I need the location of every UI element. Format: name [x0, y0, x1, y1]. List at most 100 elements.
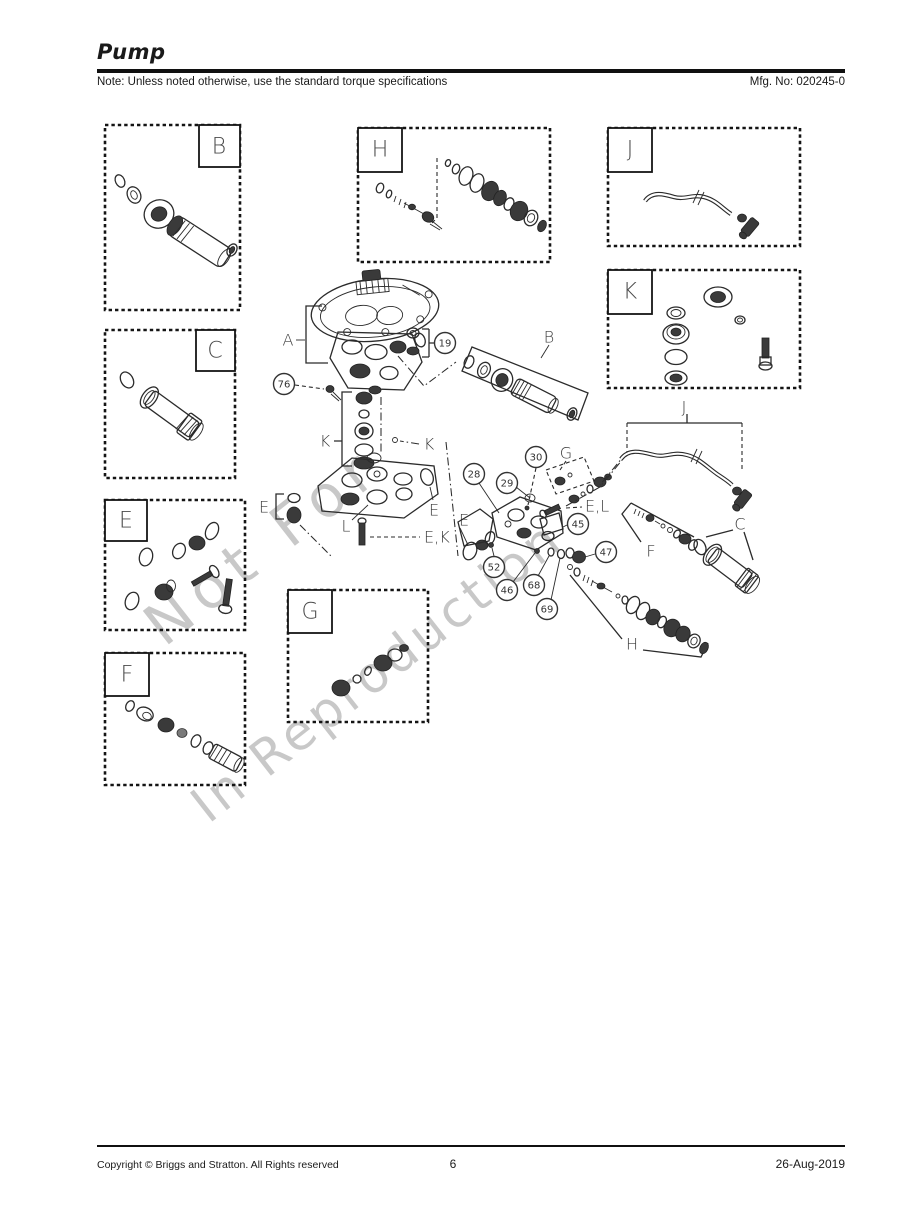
- box-letter-k: K: [623, 280, 638, 305]
- part-drawings-h: [375, 158, 547, 233]
- balloon-76: 76: [272, 372, 296, 396]
- balloon-68: 68: [522, 573, 546, 597]
- box-label-tab: [357, 127, 403, 173]
- leader-28: [478, 482, 500, 514]
- pump-flange: [310, 269, 440, 343]
- part-drawings-h-inline: [567, 564, 709, 655]
- callout-g: G: [560, 444, 572, 463]
- leader-30: [527, 467, 537, 506]
- part-dot-52: [488, 542, 494, 548]
- main-pump-assembly: A 76 19: [259, 269, 761, 658]
- pump-manifold: [317, 452, 439, 519]
- part-bolt-76: [325, 385, 342, 402]
- header-rule: [97, 69, 845, 73]
- svg-text:29: 29: [501, 479, 514, 490]
- leader-e-mid: [459, 527, 469, 546]
- svg-text:68: 68: [528, 581, 541, 592]
- balloon-29: 29: [495, 471, 519, 495]
- svg-text:28: 28: [468, 470, 481, 481]
- box-label-tab: [607, 127, 653, 173]
- part-fitting-47: [565, 547, 586, 564]
- leader-46: [512, 552, 536, 583]
- leader-47: [584, 553, 596, 558]
- connector-valve-j: [565, 453, 628, 507]
- leader-69: [550, 557, 561, 601]
- svg-text:76: 76: [278, 380, 291, 391]
- connector-flange-b: [397, 355, 457, 387]
- part-ring-69: [556, 548, 566, 560]
- part-drawings-f: [125, 700, 245, 773]
- balloon-69: 69: [535, 597, 559, 621]
- part-drawings-b-inline: [463, 355, 578, 421]
- bracket-c-left: [705, 529, 734, 538]
- bracket-j-legs: [626, 423, 743, 470]
- bracket-j: [627, 414, 742, 424]
- balloon-46: 46: [495, 578, 519, 602]
- balloon-52: 52: [482, 555, 506, 579]
- svg-text:30: 30: [530, 453, 543, 464]
- part-oring-e-top: [420, 468, 434, 486]
- leader-29: [515, 486, 531, 499]
- part-plug-e-left: [286, 492, 302, 524]
- leader-b: [540, 344, 550, 359]
- part-drawings-c-inline: [693, 538, 761, 594]
- part-bolt-ek: [357, 517, 367, 546]
- leader-l: [351, 504, 369, 521]
- bracket-c-right: [743, 531, 754, 561]
- part-dot-30: [524, 505, 530, 511]
- part-drawings-f-inline: [633, 508, 699, 551]
- part-drawings-g: [331, 644, 409, 697]
- callout-k-right: K: [424, 435, 435, 454]
- callout-ek: E,K: [424, 528, 450, 547]
- part-dot-46: [534, 548, 540, 554]
- box-letter-c: C: [207, 339, 222, 364]
- box-letter-h: H: [372, 138, 389, 163]
- bracket-f-side: [621, 502, 642, 543]
- svg-text:19: 19: [439, 339, 452, 350]
- bracket-19: [422, 328, 434, 358]
- date-text: 26-Aug-2019: [775, 1157, 845, 1171]
- part-drawings-c: [119, 371, 204, 441]
- inset-box-g: G: [286, 588, 430, 724]
- connector-e-left: [299, 524, 333, 558]
- balloon-47: 47: [594, 540, 618, 564]
- box-letter-g: G: [301, 600, 318, 625]
- part-seal-kit-k: [353, 391, 375, 470]
- part-drawings-b: [114, 174, 238, 268]
- callout-el: E,L: [585, 497, 609, 516]
- svg-text:52: 52: [488, 563, 501, 574]
- callout-e-left: E: [259, 498, 269, 517]
- page-number: 6: [449, 1157, 457, 1171]
- bracket-h-left: [569, 574, 623, 640]
- callout-e-top: E: [429, 501, 439, 520]
- box-letter-j: J: [627, 138, 634, 163]
- bracket-a: [305, 305, 328, 364]
- part-drawings-j: [643, 189, 760, 240]
- callout-f: F: [646, 542, 655, 561]
- bracket-k: [334, 391, 352, 467]
- callout-j: J: [682, 398, 687, 417]
- svg-text:46: 46: [501, 586, 514, 597]
- leader-68: [537, 555, 550, 577]
- balloon-28: 28: [462, 462, 486, 486]
- box-letter-f: F: [121, 663, 134, 688]
- valve-body: [457, 493, 564, 551]
- callout-b: B: [544, 328, 554, 347]
- page-title: Pump: [97, 40, 166, 64]
- inset-box-h: H: [356, 126, 552, 264]
- svg-text:45: 45: [572, 520, 585, 531]
- leader-45: [562, 524, 568, 528]
- inset-box-k: K: [606, 268, 802, 390]
- leader-el: [565, 506, 583, 509]
- part-washers-19: [406, 327, 420, 356]
- part-drawings-k: [662, 286, 773, 386]
- part-screw-el: [539, 503, 562, 519]
- pump-body: [329, 331, 426, 395]
- copyright-text: Copyright © Briggs and Stratton. All Rig…: [97, 1159, 339, 1171]
- leader-76: [294, 384, 325, 390]
- bracket-b-frame: [461, 346, 589, 421]
- callout-a: A: [283, 331, 294, 350]
- svg-text:69: 69: [541, 605, 554, 616]
- leader-52: [491, 547, 495, 557]
- leader-k-right: [399, 440, 420, 445]
